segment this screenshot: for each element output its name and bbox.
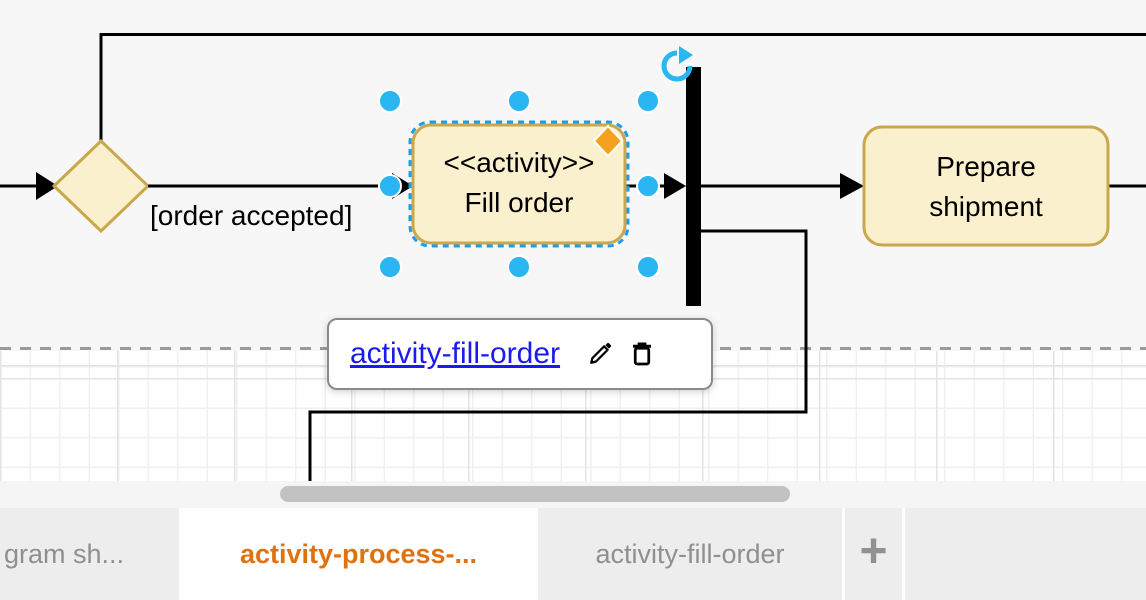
pencil-icon (590, 342, 612, 364)
arrowhead (840, 173, 864, 199)
tab-activity-fill-order[interactable]: activity-fill-order (538, 508, 845, 600)
tab-label: activity-process-... (239, 538, 478, 569)
handle-mid-left[interactable] (378, 174, 402, 198)
edit-diamond-handle[interactable] (592, 124, 624, 158)
edge-bar-to-prepare[interactable] (701, 173, 864, 199)
edge-bar-down-elbow[interactable] (308, 229, 808, 481)
tab-bar-filler (905, 508, 1146, 600)
activity-fill-order-node[interactable] (411, 123, 627, 245)
tab-activity-process-active[interactable]: activity-process-... (179, 508, 538, 600)
arrowhead (36, 172, 58, 200)
edge-order-accepted[interactable] (148, 173, 413, 199)
delete-link-button[interactable] (626, 338, 658, 370)
decision-diamond[interactable] (51, 138, 151, 234)
prepare-label-line1: Prepare (936, 151, 1036, 182)
trash-icon (633, 342, 652, 366)
fork-join-bar[interactable] (686, 67, 701, 306)
diagram-layer: [order accepted] <<activity>> Fill order (0, 33, 1146, 481)
selection-outline (408, 120, 630, 248)
handle-top-center[interactable] (507, 89, 531, 113)
handle-top-right[interactable] (636, 89, 660, 113)
handle-top-left[interactable] (378, 89, 402, 113)
horizontal-scrollbar-track[interactable] (0, 481, 1146, 508)
tab-label: gram sh... (4, 538, 125, 569)
edge-label-order-accepted: [order accepted] (150, 200, 352, 231)
link-tooltip: activity-fill-order (327, 318, 713, 390)
activity-name: Fill order (465, 187, 574, 218)
add-page-button[interactable]: + (845, 508, 905, 600)
handle-mid-right[interactable] (636, 174, 660, 198)
handle-bottom-center[interactable] (507, 255, 531, 279)
handle-bottom-right[interactable] (636, 255, 660, 279)
rotate-handle-icon[interactable] (661, 46, 693, 82)
plus-icon: + (859, 525, 888, 578)
arrowhead (664, 173, 686, 199)
diagram-canvas[interactable]: [order accepted] <<activity>> Fill order (0, 0, 1146, 481)
page-tab-bar: gram sh... activity-process-... activity… (0, 508, 1146, 600)
tab-diagram-shapes[interactable]: gram sh... (0, 508, 179, 600)
prepare-label-line2: shipment (929, 191, 1043, 222)
prepare-shipment-node[interactable] (862, 125, 1110, 247)
edit-link-button[interactable] (584, 338, 616, 370)
edge-incoming[interactable] (0, 172, 58, 200)
handle-bottom-left[interactable] (378, 255, 402, 279)
tooltip-link[interactable]: activity-fill-order (350, 337, 561, 370)
horizontal-scrollbar-thumb[interactable] (280, 486, 790, 502)
edge-decision-top[interactable] (99, 33, 1146, 143)
selection-handles (378, 89, 660, 279)
tab-label: activity-fill-order (595, 538, 785, 569)
activity-stereotype: <<activity>> (444, 147, 595, 178)
